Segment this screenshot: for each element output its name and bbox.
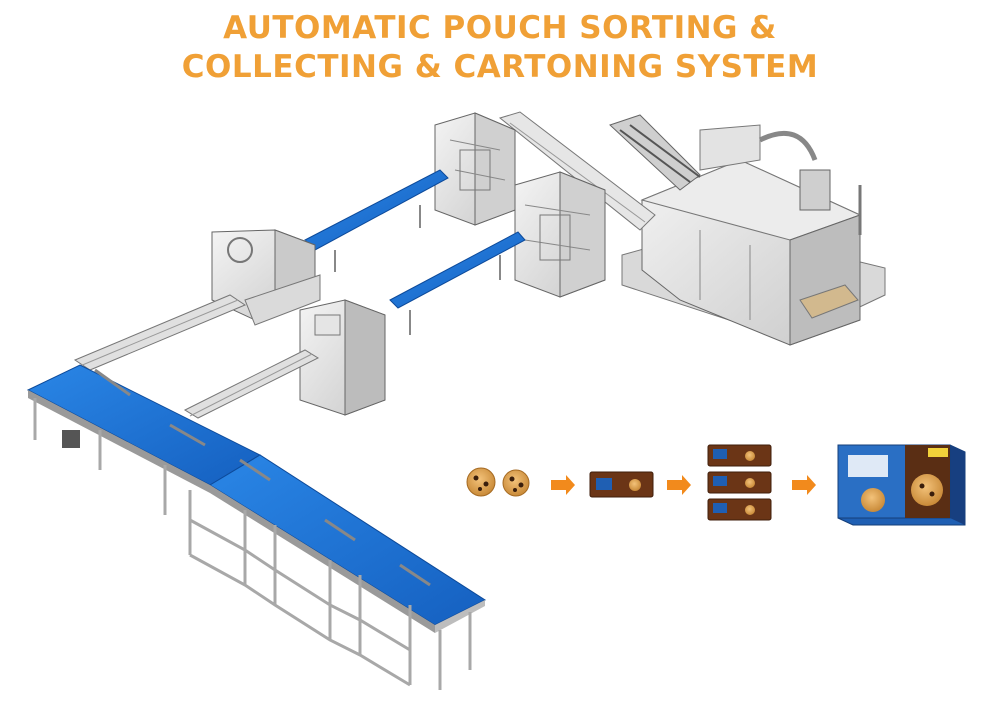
arrow-right-icon	[667, 475, 691, 495]
wrapper-infeed-chains	[73, 294, 320, 419]
pouch-icon	[589, 471, 654, 498]
main-collecting-conveyor	[26, 364, 487, 633]
infeed-conveyor-2	[389, 231, 526, 335]
cookie-icon	[502, 469, 530, 497]
page-title-line-1: AUTOMATIC POUCH SORTING &	[223, 10, 777, 46]
cookie-icon	[466, 467, 496, 497]
carton-icon	[837, 444, 966, 526]
arrow-right-icon	[792, 475, 816, 495]
infeed-conveyor-1	[304, 169, 449, 272]
sorting-robot-cabinet-1	[434, 112, 516, 226]
page-title-line-2: COLLECTING & CARTONING SYSTEM	[181, 49, 819, 85]
process-flow	[466, 444, 966, 526]
sorting-robot-cabinet-2	[514, 171, 606, 298]
flow-wrapper-2	[299, 299, 386, 416]
arrow-right-icon	[551, 475, 575, 495]
pouch-stack-icon	[707, 444, 772, 521]
flow-wrapper-1	[211, 229, 321, 326]
conveyor-stand-frames	[33, 398, 472, 690]
cartoner-machine	[621, 124, 886, 346]
